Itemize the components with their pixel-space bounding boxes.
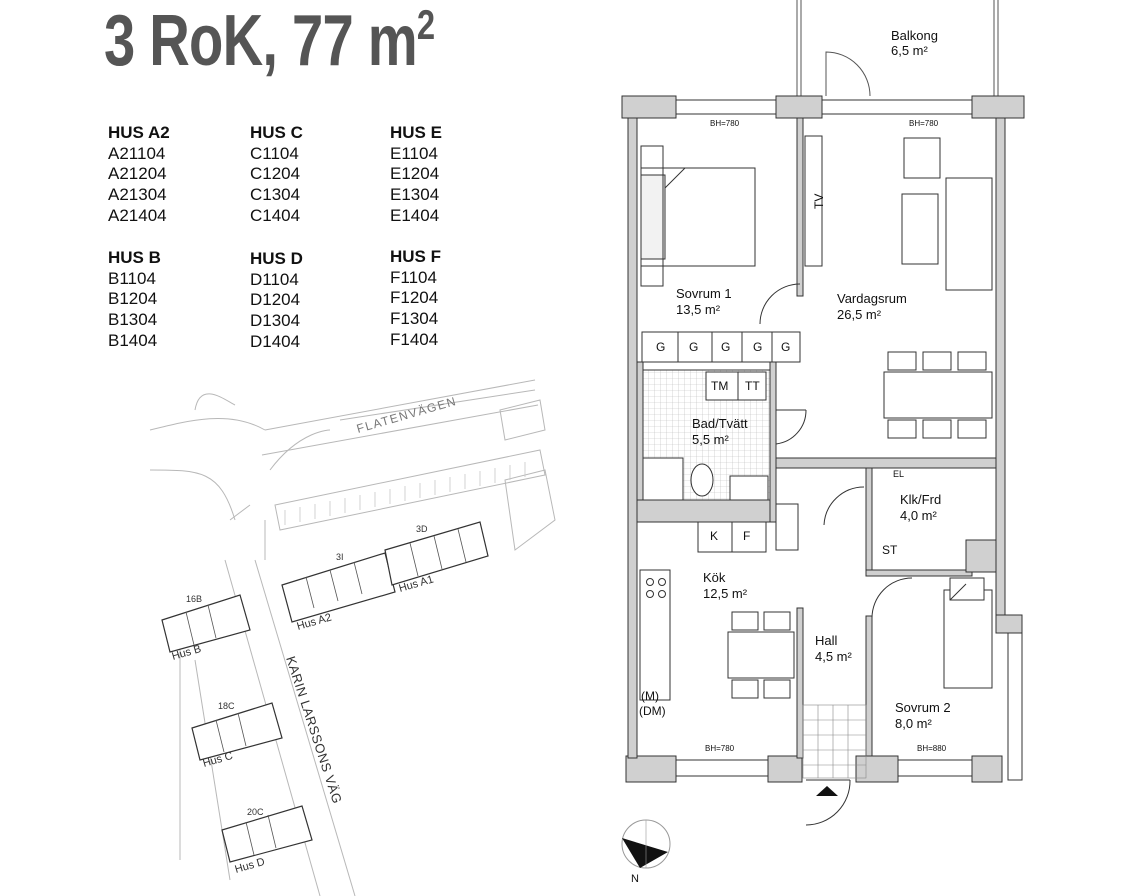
title-text: 3 RoK, 77 m — [104, 1, 418, 81]
dm-label: (DM) — [639, 704, 666, 718]
apartment-title: 3 RoK, 77 m2 — [104, 0, 435, 83]
g-label: G — [781, 340, 790, 354]
hus-group-f: HUS F F1104 F1204 F1304 F1404 — [390, 247, 441, 351]
unit-number: F1304 — [390, 309, 439, 329]
unit-number: F1104 — [390, 267, 437, 287]
bad-area: 5,5 m² — [692, 432, 730, 447]
sovrum1-area: 13,5 m² — [676, 302, 721, 317]
hus-heading: HUS E — [390, 123, 442, 142]
kok-area: 12,5 m² — [703, 586, 748, 601]
st-label: ST — [882, 543, 898, 557]
unit-number: E1104 — [390, 143, 438, 163]
vardagsrum-area: 26,5 m² — [837, 307, 882, 322]
kok-name: Kök — [703, 570, 726, 585]
g-label: G — [689, 340, 698, 354]
unit-number: D1304 — [250, 311, 301, 331]
unit-number: E1204 — [390, 164, 440, 184]
unit-number: C1404 — [250, 205, 301, 225]
bh-top-left: BH=780 — [710, 119, 740, 128]
hall-name: Hall — [815, 633, 838, 648]
hall-area: 4,5 m² — [815, 649, 853, 664]
north-label: N — [631, 873, 639, 885]
klk-area: 4,0 m² — [900, 508, 938, 523]
unit-number: A21304 — [108, 185, 167, 205]
g-label: G — [753, 340, 762, 354]
balkong-area: 6,5 m² — [891, 43, 929, 58]
unit-number: C1204 — [250, 164, 301, 184]
sovrum2-name: Sovrum 2 — [895, 700, 951, 715]
k-label: K — [710, 529, 718, 543]
klk-name: Klk/Frd — [900, 492, 941, 507]
unit-number: F1404 — [390, 329, 439, 349]
el-label: EL — [893, 469, 904, 479]
bh-top-right: BH=780 — [909, 119, 939, 128]
balkong-name: Balkong — [891, 28, 938, 43]
vardagsrum-name: Vardagsrum — [837, 291, 907, 306]
hus-heading: HUS C — [250, 123, 303, 142]
hus-group-a2: HUS A2 A21104 A21204 A21304 A21404 — [108, 123, 170, 227]
hus-heading: HUS A2 — [108, 123, 170, 142]
hus-group-b: HUS B B1104 B1204 B1304 B1404 — [108, 248, 161, 352]
unit-number: B1104 — [108, 268, 156, 288]
bad-name: Bad/Tvätt — [692, 416, 748, 431]
unit-number: E1404 — [390, 205, 440, 225]
hus-heading: HUS B — [108, 248, 161, 267]
bh-bottom-right: BH=880 — [917, 744, 947, 753]
sovrum2-area: 8,0 m² — [895, 716, 933, 731]
sovrum1-name: Sovrum 1 — [676, 286, 732, 301]
g-label: G — [721, 340, 730, 354]
hus-group-e: HUS E E1104 E1204 E1304 E1404 — [390, 123, 442, 227]
unit-number: E1304 — [390, 185, 440, 205]
f-label: F — [743, 529, 750, 543]
unit-number: B1304 — [108, 310, 158, 330]
hus-heading: HUS F — [390, 247, 441, 266]
unit-number: B1404 — [108, 330, 158, 350]
unit-number: D1204 — [250, 290, 301, 310]
tm-label: TM — [711, 379, 728, 393]
bh-bottom-left: BH=780 — [705, 744, 735, 753]
unit-number: B1204 — [108, 289, 158, 309]
tt-label: TT — [745, 379, 760, 393]
unit-number: F1204 — [390, 288, 439, 308]
hus-heading: HUS D — [250, 249, 303, 268]
unit-number: A21404 — [108, 205, 167, 225]
unit-number: C1104 — [250, 143, 299, 163]
g-label: G — [656, 340, 665, 354]
unit-number: D1404 — [250, 331, 301, 351]
tv-label: TV — [812, 194, 826, 209]
unit-number: A21104 — [108, 143, 166, 163]
north-arrow-icon — [621, 819, 671, 869]
unit-number: A21204 — [108, 164, 167, 184]
hus-group-c: HUS C C1104 C1204 C1304 C1404 — [250, 123, 303, 227]
title-superscript: 2 — [416, 1, 435, 48]
hus-group-d: HUS D D1104 D1204 D1304 D1404 — [250, 249, 303, 353]
unit-number: D1104 — [250, 269, 299, 289]
m-label: (M) — [641, 689, 659, 703]
unit-number: C1304 — [250, 185, 301, 205]
